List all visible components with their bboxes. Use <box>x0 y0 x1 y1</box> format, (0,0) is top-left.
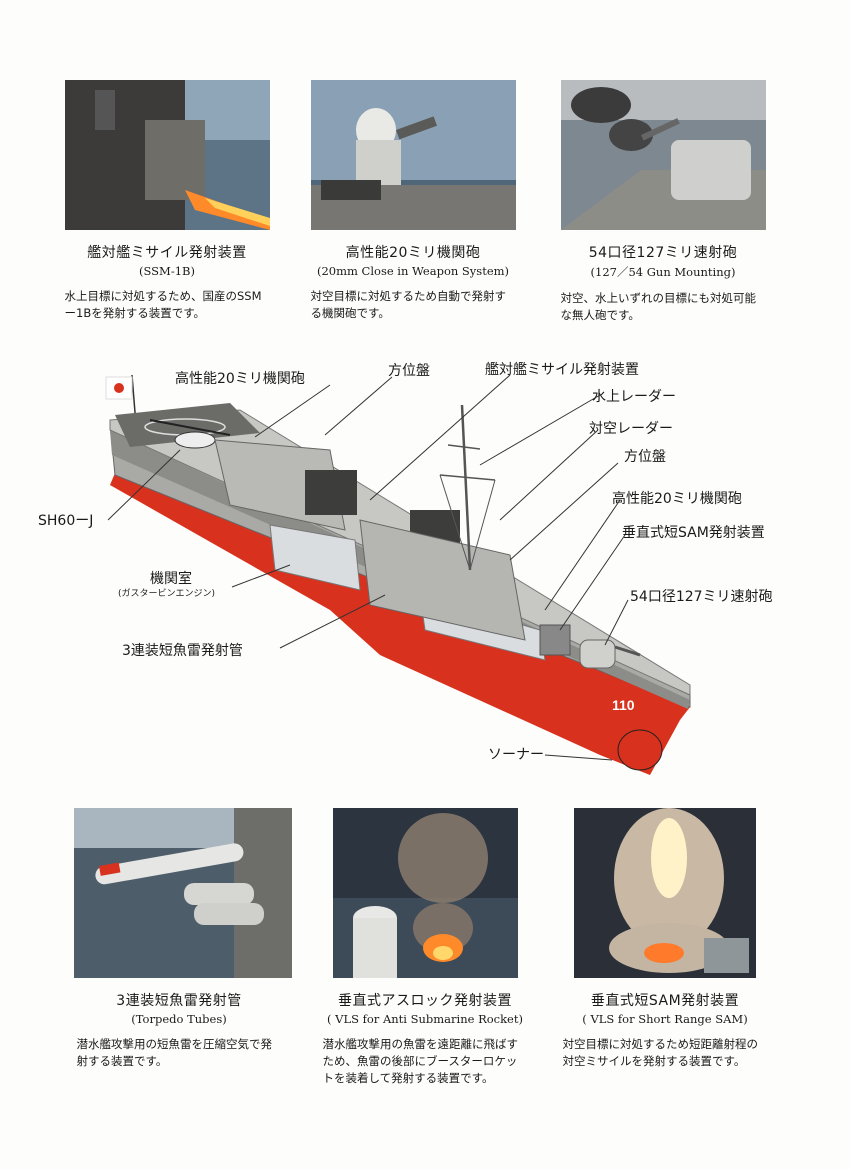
card-description: 対空、水上いずれの目標にも対処可能な無人砲です。 <box>560 291 757 322</box>
card-title: 54口径127ミリ速射砲 <box>588 245 738 261</box>
card-subtitle: ( VLS for Anti Submarine Rocket) <box>327 1012 523 1026</box>
card-ssm: 艦対艦ミサイル発射装置 (SSM-1B) 水上目標に対処するため、国産のSSMー… <box>62 80 272 322</box>
card-description: 対空目標に対処するため自動で発射する機関砲です。 <box>310 289 507 320</box>
photo-asroc-launch <box>332 808 518 978</box>
card-subtitle: ( VLS for Short Range SAM) <box>582 1012 748 1026</box>
label-engine-room: 機関室 <box>150 571 192 587</box>
card-title: 垂直式短SAM発射装置 <box>590 993 740 1009</box>
leader-lines <box>107 374 629 761</box>
card-description: 水上目標に対処するため、国産のSSMー1Bを発射する装置です。 <box>64 289 262 320</box>
hull-number: 110 <box>612 697 635 713</box>
photo-ssm-launch <box>64 80 270 230</box>
card-vls-sam: 垂直式短SAM発射装置 ( VLS for Short Range SAM) 対… <box>560 808 770 1070</box>
hull-red-section <box>110 473 690 775</box>
photo-torpedo-tubes <box>74 808 292 978</box>
label-ssm: 艦対艦ミサイル発射装置 <box>485 362 639 378</box>
label-director-aft: 方位盤 <box>388 363 430 379</box>
label-sonar: ソーナー <box>488 747 544 763</box>
card-description: 潜水艦攻撃用の魚雷を遠距離に飛ばすため、魚雷の後部にブースターロケットを装着して… <box>322 1037 519 1085</box>
label-helicopter: SH60ーJ <box>38 513 94 529</box>
label-ciws-aft: 高性能20ミリ機関砲 <box>175 371 305 387</box>
label-director-fwd: 方位盤 <box>624 449 666 465</box>
card-description: 対空目標に対処するため短距離射程の対空ミサイルを発射する装置です。 <box>562 1037 759 1068</box>
card-description: 潜水艦攻撃用の短魚雷を圧縮空気で発射する装置です。 <box>76 1037 273 1068</box>
card-subtitle: (SSM-1B) <box>139 264 195 278</box>
photo-gun-firing <box>560 80 766 230</box>
label-surface-radar: 水上レーダー <box>592 389 676 405</box>
card-gun: 54口径127ミリ速射砲 (127／54 Gun Mounting) 対空、水上… <box>558 80 768 324</box>
card-title: 高性能20ミリ機関砲 <box>345 245 481 261</box>
label-engine-room-sub: (ガスタービンエンジン) <box>118 589 216 599</box>
card-title: 艦対艦ミサイル発射装置 <box>87 245 247 261</box>
photo-ciws <box>310 80 516 230</box>
label-torpedo: 3連装短魚雷発射管 <box>122 643 243 659</box>
card-title: 3連装短魚雷発射管 <box>116 993 242 1009</box>
ship-cutaway-diagram: 110 <box>105 374 691 775</box>
label-air-radar: 対空レーダー <box>589 421 673 437</box>
photo-sam-launch <box>574 808 756 978</box>
card-subtitle: (20mm Close in Weapon System) <box>316 264 510 278</box>
card-subtitle: (127／54 Gun Mounting) <box>590 265 736 279</box>
card-subtitle: (Torpedo Tubes) <box>131 1012 227 1026</box>
card-asroc: 垂直式アスロック発射装置 ( VLS for Anti Submarine Ro… <box>320 808 530 1087</box>
mast-icon <box>439 404 496 571</box>
label-vls-sam: 垂直式短SAM発射装置 <box>622 525 765 541</box>
card-ciws: 高性能20ミリ機関砲 (20mm Close in Weapon System)… <box>308 80 518 322</box>
card-torpedo: 3連装短魚雷発射管 (Torpedo Tubes) 潜水艦攻撃用の短魚雷を圧縮空… <box>74 808 292 1070</box>
card-title: 垂直式アスロック発射装置 <box>338 993 512 1009</box>
label-gun: 54口径127ミリ速射砲 <box>630 589 773 605</box>
label-ciws-fwd: 高性能20ミリ機関砲 <box>612 491 742 507</box>
